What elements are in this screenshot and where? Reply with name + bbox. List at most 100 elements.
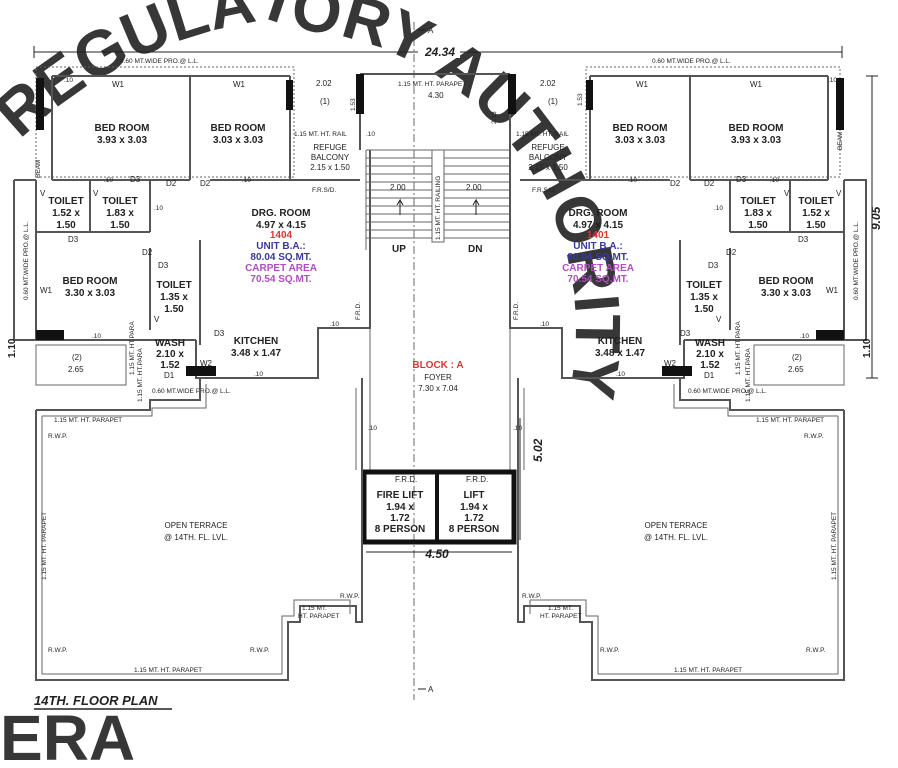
parapet-label: 1.15 MT. HT. PARAPET — [54, 417, 122, 424]
left-toilet1-size1: 1.52 x — [52, 208, 80, 219]
mid-parapet: 1.15 MT. HT. PARAPET — [398, 81, 466, 88]
frd-fire-lift: F.R.D. — [395, 475, 417, 484]
left-unit-number: 1404 — [270, 230, 293, 241]
wall-dim: .10 — [366, 131, 375, 138]
rwp-label: R.W.P. — [806, 647, 826, 654]
door-d2: D2 — [166, 179, 177, 188]
stair-dim: 2.13 — [491, 111, 498, 124]
foyer-name: FOYER — [424, 373, 452, 382]
refuge-dim2: 1.53 — [350, 98, 357, 111]
lift-core — [363, 471, 515, 543]
fire-lift-name: FIRE LIFT — [377, 490, 424, 501]
door-d3: D3 — [68, 235, 79, 244]
left-wide-pro-label: 0.60 MT.WIDE PRO.@ L.L. — [120, 58, 199, 65]
left-carpet-val: 70.54 SQ.MT. — [250, 274, 311, 285]
railing-label: 1.15 MT. HT. RAILING — [435, 176, 442, 240]
wall-dim: .10 — [254, 371, 263, 378]
right-refuge-2: BALCONY — [529, 153, 568, 162]
left-bed2-name: BED ROOM — [211, 123, 266, 134]
right-wide-pro-label: 0.60 MT.WIDE PRO.@ L.L. — [652, 58, 731, 65]
door-d3: D3 — [680, 329, 691, 338]
lift-size2: 1.72 — [464, 513, 484, 524]
right-unit-number: 1401 — [587, 230, 610, 241]
para-label: 1.15 MT. HT.PARA — [137, 348, 144, 402]
right-side-dim: 1.10 — [862, 338, 873, 358]
right-bed3-size: 3.30 x 3.03 — [761, 288, 811, 299]
wall-dim: .10 — [770, 177, 779, 184]
left-toilet2-size2: 1.50 — [110, 220, 130, 231]
lift-name: LIFT — [463, 490, 484, 501]
window-w1: W1 — [112, 80, 125, 89]
balcony-2-dim: 2.65 — [788, 365, 804, 374]
window-w1: W1 — [636, 80, 649, 89]
ht-label: HT. PARAPET — [298, 613, 339, 620]
right-toilet3-name: TOILET — [686, 280, 721, 291]
right-toilet3-size1: 1.35 x — [690, 292, 718, 303]
left-toilet3-size1: 1.35 x — [160, 292, 188, 303]
right-terrace: 1.15 MT. HT. PARAPET R.W.P. 1.15 MT. HT.… — [517, 378, 845, 681]
right-terrace-name: OPEN TERRACE — [645, 521, 708, 530]
rwp-label: R.W.P. — [522, 593, 542, 600]
right-toilet1-name: TOILET — [798, 196, 833, 207]
wall-dim: .10 — [540, 321, 549, 328]
door-d2: D2 — [670, 179, 681, 188]
balcony-2-dim: 2.65 — [68, 365, 84, 374]
left-toilet2-size1: 1.83 x — [106, 208, 134, 219]
left-drg-size: 4.97 x 4.15 — [256, 220, 306, 231]
right-drg-name: DRG. ROOM — [569, 208, 628, 219]
left-carpet: CARPET AREA — [245, 263, 317, 274]
left-refuge-size: 2.15 x 1.50 — [310, 163, 350, 172]
door-d3: D3 — [736, 175, 747, 184]
window-w1: W1 — [40, 286, 53, 295]
parapet-label: 1.15 MT. HT. PARAPET — [831, 512, 838, 580]
left-unit: 0.60 MT.WIDE PRO.@ L.L. .10 W1 W1 BEAM B… — [7, 58, 375, 402]
left-drg-name: DRG. ROOM — [252, 208, 311, 219]
parapet-label: 1.15 MT. HT. PARAPET — [674, 667, 742, 674]
section-a-top: A — [428, 26, 434, 35]
right-toilet1-size1: 1.52 x — [802, 208, 830, 219]
vent-v: V — [154, 315, 160, 324]
wall-dim: .10 — [800, 333, 809, 340]
right-wash-size1: 2.10 x — [696, 349, 724, 360]
overall-width-label: 24.34 — [424, 45, 455, 59]
right-carpet-val: 70.54 SQ.MT. — [567, 274, 628, 285]
section-line: A A — [413, 22, 434, 700]
right-bed2-size: 3.03 x 3.03 — [615, 135, 665, 146]
door-d3: D3 — [130, 175, 141, 184]
door-d1: D1 — [164, 371, 175, 380]
left-toilet3-size2: 1.50 — [164, 304, 184, 315]
wall-dim: .10 — [714, 205, 723, 212]
window-w1: W1 — [826, 286, 839, 295]
door-d3: D3 — [214, 329, 225, 338]
right-unit-ba-val: 80.04 SQ.MT. — [567, 252, 628, 263]
rwp-label: R.W.P. — [340, 593, 360, 600]
frd-label: F.R.D. — [355, 302, 362, 320]
balcony-1: (1) — [320, 97, 330, 106]
left-refuge-2: BALCONY — [311, 153, 350, 162]
right-drg-size: 4.97 x 4.15 — [573, 220, 623, 231]
right-toilet2-name: TOILET — [740, 196, 775, 207]
door-d3: D3 — [798, 235, 809, 244]
lift-core-height: 5.02 — [531, 438, 545, 462]
left-terrace-name: OPEN TERRACE — [165, 521, 228, 530]
rail-label: 1.15 MT. HT. RAIL — [516, 131, 569, 138]
right-refuge-1: REFUGE — [531, 143, 564, 152]
door-d2: D2 — [704, 179, 715, 188]
lift-size1: 1.94 x — [460, 502, 488, 513]
parapet-label: 1.15 MT. HT. PARAPET — [41, 512, 48, 580]
left-wash-name: WASH — [155, 338, 185, 349]
wall-dim: .10 — [154, 205, 163, 212]
window-w2: W2 — [200, 359, 213, 368]
rwp-label: R.W.P. — [48, 433, 68, 440]
core: 1.15 MT. HT. PARAPET 4.30 2.13 1.15 MT. … — [356, 73, 545, 561]
frsd-label: F.R.S/D. — [312, 187, 336, 194]
left-unit-ba: UNIT B.A.: — [256, 241, 305, 252]
right-bed3-name: BED ROOM — [759, 276, 814, 287]
left-unit-ba-val: 80.04 SQ.MT. — [250, 252, 311, 263]
wall-dim: .10 — [368, 425, 377, 432]
para-label: 1.15 MT. HT.PARA — [735, 321, 742, 375]
vent-v: V — [784, 189, 790, 198]
lift-core-width: 4.50 — [424, 547, 449, 561]
wall-dim: .10 — [828, 77, 837, 84]
rwp-label: R.W.P. — [600, 647, 620, 654]
